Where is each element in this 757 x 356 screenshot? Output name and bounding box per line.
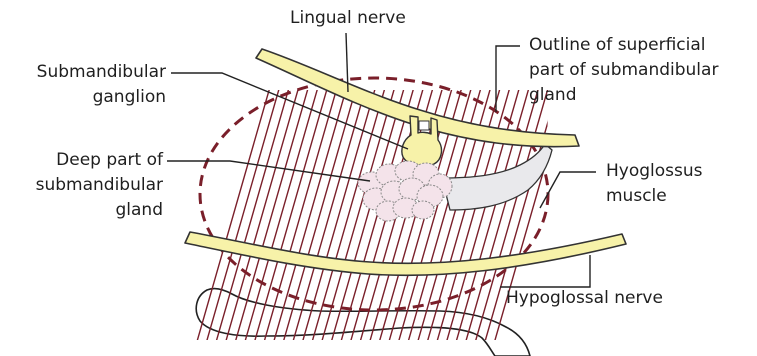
label-hypoglossal-nerve: Hypoglossal nerve	[506, 286, 663, 311]
label-outline-line2: part of submandibular	[529, 58, 718, 83]
label-submandibular-ganglion: Submandibular ganglion	[37, 60, 166, 110]
label-hypoglossal-line1: Hypoglossal nerve	[506, 286, 663, 311]
label-hyoglossus-line1: Hyoglossus	[606, 159, 703, 184]
muscle-striation	[244, 80, 320, 345]
label-deep-part: Deep part of submandibular gland	[36, 148, 163, 223]
label-lingual-nerve-line1: Lingual nerve	[290, 6, 406, 31]
label-hyoglossus: Hyoglossus muscle	[606, 159, 703, 209]
muscle-striation	[302, 80, 378, 345]
label-outline-line3: gland	[529, 83, 718, 108]
label-ganglion-line2: ganglion	[37, 85, 166, 110]
leader-outline-superficial	[496, 46, 520, 112]
leader-submandibular-ganglion	[171, 73, 408, 149]
label-lingual-nerve: Lingual nerve	[290, 6, 406, 31]
label-ganglion-line1: Submandibular	[37, 60, 166, 85]
label-outline-superficial: Outline of superficial part of submandib…	[529, 33, 718, 108]
label-deep-line1: Deep part of	[36, 148, 163, 173]
hypoglossal-nerve	[185, 232, 626, 275]
muscle-striation	[282, 80, 358, 345]
deep-part-gland	[358, 161, 452, 221]
label-deep-line3: gland	[36, 198, 163, 223]
muscle-striation	[254, 80, 330, 345]
muscle-striation	[234, 80, 310, 345]
ganglion-root-gap	[419, 121, 429, 130]
label-deep-line2: submandibular	[36, 173, 163, 198]
label-outline-line1: Outline of superficial	[529, 33, 718, 58]
label-hyoglossus-line2: muscle	[606, 184, 703, 209]
